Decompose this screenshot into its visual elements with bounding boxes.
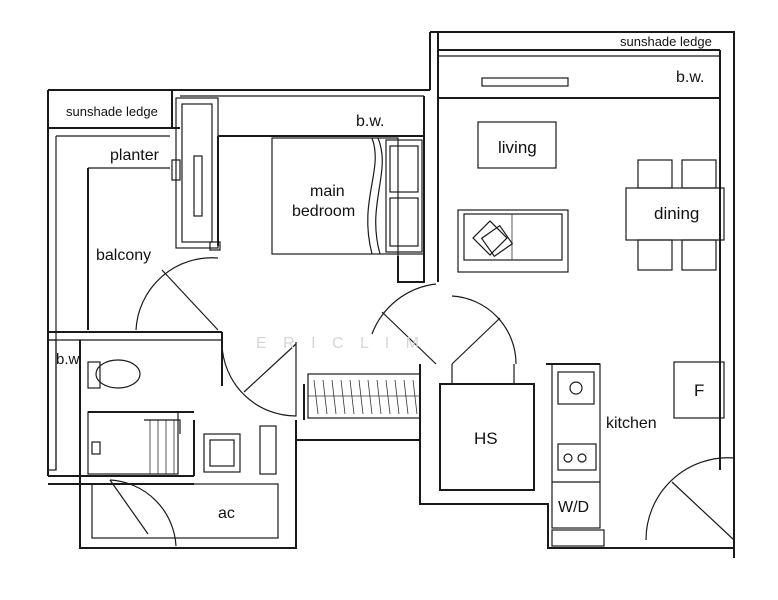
dining-label: dining [654,204,699,223]
wardrobe-hanger [394,379,400,415]
living-room-furniture [457,121,569,273]
dining-table [625,159,725,271]
main-bedroom-label-line1: main [310,183,345,200]
kitchen-counter [551,361,725,547]
balcony-label: balcony [96,247,151,264]
windows [47,77,569,471]
bay-window-bath-label: b.w [56,351,80,368]
bed [271,137,425,283]
household-shelter-label: HS [474,429,498,448]
fridge-label: F [694,381,704,400]
wardrobe-hanger [349,379,355,415]
doors [109,257,735,547]
wardrobe-hanger [367,379,373,415]
wardrobe-hanger [376,379,382,415]
room-labels: sunshade ledge sunshade ledge b.w. b.w. … [56,34,712,522]
living-label: living [498,138,537,157]
sunshade-ledge-top-label: sunshade ledge [620,34,712,49]
washer-dryer-label: W/D [558,499,589,516]
wardrobe-hanger [385,379,391,415]
wardrobe-hanger [403,379,409,415]
planter-label: planter [110,147,160,164]
sunshade-ledge-left-label: sunshade ledge [66,104,158,119]
kitchen-label: kitchen [606,415,657,432]
wardrobe-hanger [331,379,337,415]
bathroom-fixtures [87,359,277,475]
bay-window-bedroom-label: b.w. [356,113,384,130]
household-shelter [439,364,535,491]
wardrobe [307,373,421,419]
wardrobe-hanger [358,379,364,415]
wardrobe-hanger [340,379,346,415]
ac-ledge-label: ac [218,505,235,522]
wardrobe-hanger [313,379,319,415]
bay-window-living-label: b.w. [676,69,704,86]
watermark: E R I C L I M [256,335,425,352]
main-bedroom-label-line2: bedroom [292,203,355,220]
wardrobe-hanger [412,379,418,415]
wardrobe-hanger [322,379,328,415]
